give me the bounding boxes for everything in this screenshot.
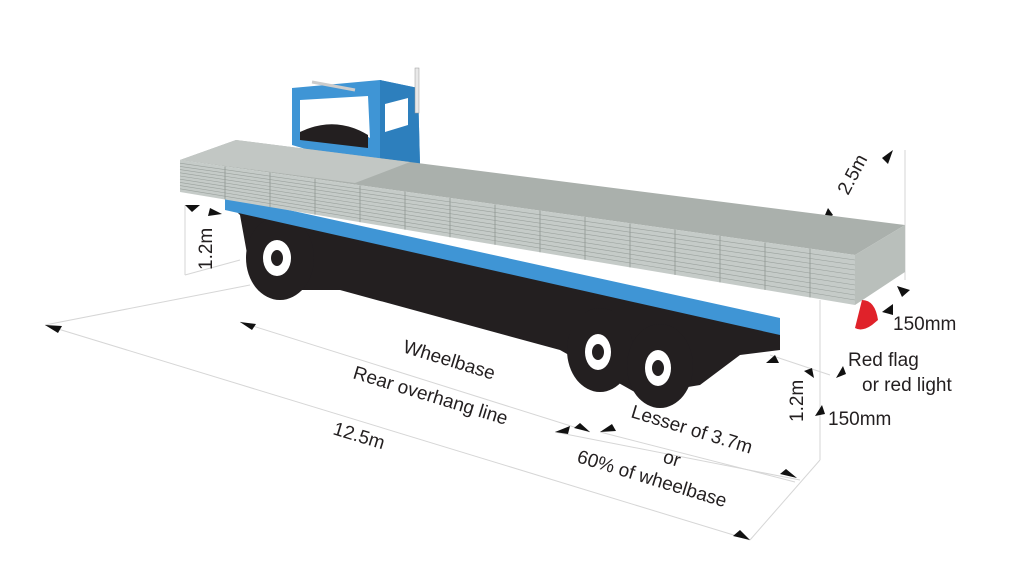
flag-bottom-label: 150mm (828, 409, 891, 430)
truck (179, 67, 905, 408)
load-end (855, 225, 905, 305)
flag-top-label: 150mm (893, 314, 956, 335)
load-side (180, 160, 855, 305)
overhang-line3: 60% of wheelbase (575, 447, 730, 512)
dimension-lines (44, 150, 906, 541)
cab (292, 67, 420, 168)
chassis-rail (225, 196, 780, 335)
load-width-label: 2.5m (834, 151, 872, 198)
dimension-arrows (45, 150, 910, 540)
total-length-label: 12.5m (331, 419, 388, 455)
load (179, 140, 905, 305)
front-height-label: 1.2m (196, 228, 217, 270)
red-flag (855, 300, 878, 330)
red-light-label: or red light (862, 375, 952, 396)
rear-height-label: 1.2m (787, 380, 808, 422)
red-flag-label: Red flag (848, 350, 919, 371)
overhang-line2: or (661, 447, 684, 472)
